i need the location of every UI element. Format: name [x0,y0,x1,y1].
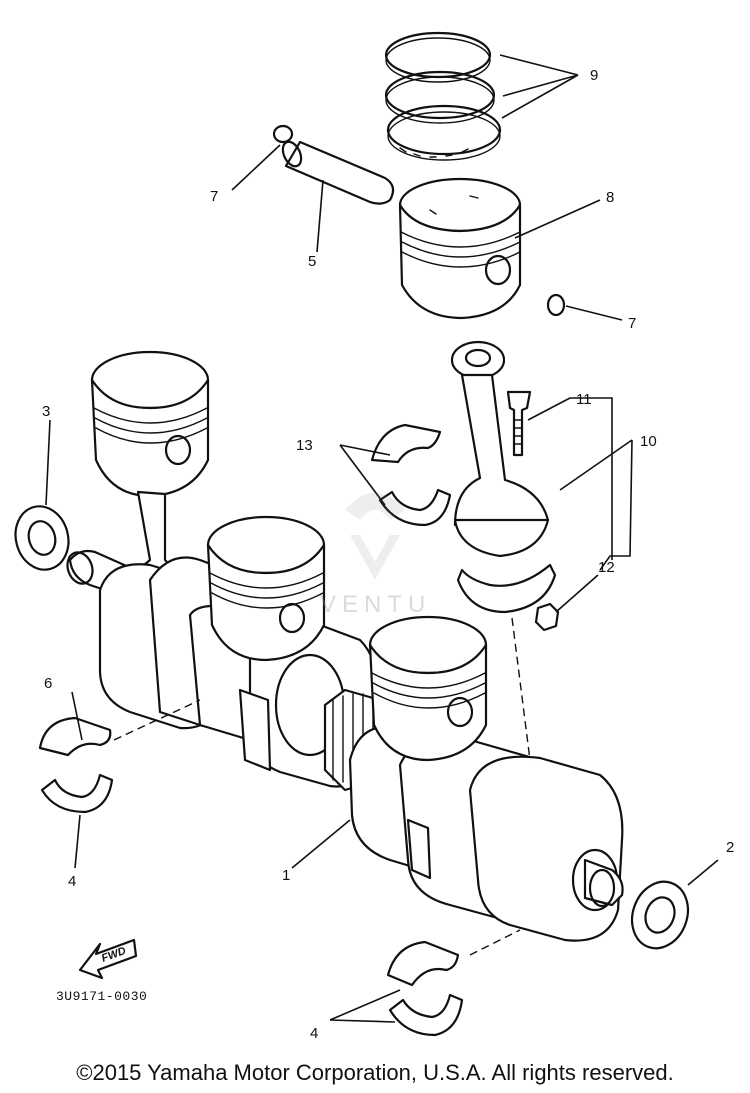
rod-bolt [506,390,532,457]
callout-12: 12 [598,559,615,576]
callout-13: 13 [296,437,313,454]
callout-2: 2 [726,839,734,856]
diagram-code: 3U9171-0030 [56,989,147,1004]
fwd-label: FWD [100,945,128,965]
piston-upper [398,177,522,320]
callout-4-left: 4 [68,873,76,890]
piston-center [206,515,326,662]
piston-pin-clip-left [272,124,294,144]
main-bearing-lower-left [40,773,114,814]
rod-bearings [370,423,452,527]
connecting-rod [450,340,557,614]
copyright-notice: ©2015 Yamaha Motor Corporation, U.S.A. A… [76,1060,674,1085]
rod-nut [534,602,560,632]
callouts: 9 7 5 8 7 3 13 11 10 12 6 4 1 2 4 [42,67,734,1042]
forward-arrow: FWD [78,938,138,980]
main-bearing-upper-left [38,716,112,757]
oil-seal-left [14,505,70,571]
main-bearing-lower-center [386,940,464,1037]
oil-seal-right [630,880,690,950]
callout-10: 10 [640,433,657,450]
piston-left [90,350,210,577]
callout-5: 5 [308,253,316,270]
piston-right [368,615,488,762]
callout-3: 3 [42,403,50,420]
callout-4-bottom: 4 [310,1025,318,1042]
callout-8: 8 [606,189,614,206]
callout-9: 9 [590,67,598,84]
callout-1: 1 [282,867,290,884]
callout-11: 11 [576,391,592,408]
callout-7-upper: 7 [210,188,218,205]
callout-6: 6 [44,675,52,692]
leader-lines [45,54,719,1023]
callout-7-right: 7 [628,315,636,332]
piston-pin-clip-right [546,293,566,317]
piston-rings [384,31,502,161]
crankshaft [66,549,624,942]
piston-pin [281,140,395,205]
